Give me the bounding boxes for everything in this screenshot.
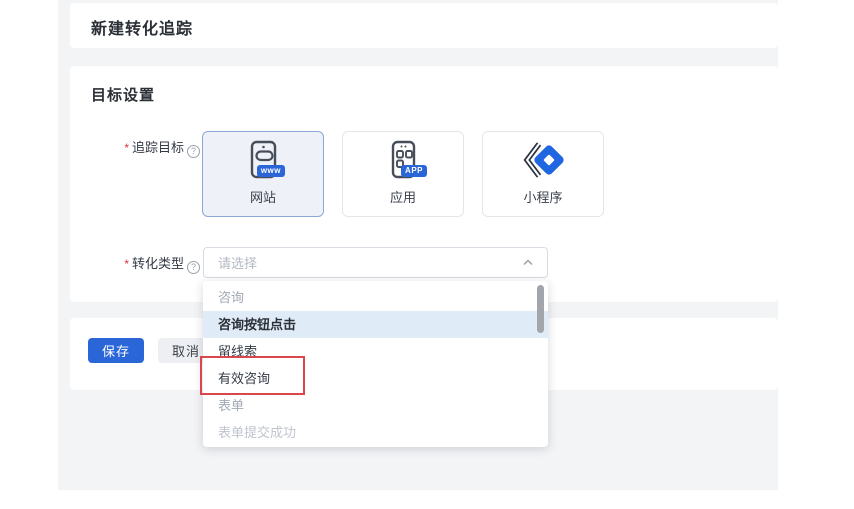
- header-panel: 新建转化追踪: [70, 3, 778, 48]
- dropdown-option-zixun[interactable]: 咨询: [218, 290, 245, 305]
- dropdown-option-biaodan-tijiao[interactable]: 表单提交成功: [218, 425, 297, 440]
- target-card-miniprogram[interactable]: 小程序: [482, 131, 604, 217]
- dropdown-option-liuxiansuo[interactable]: 留线索: [218, 344, 258, 359]
- dropdown-option-zixun-button-click[interactable]: 咨询按钮点击: [203, 311, 548, 338]
- target-card-website[interactable]: www 网站: [202, 131, 324, 217]
- page-title: 新建转化追踪: [91, 21, 194, 38]
- target-card-label: 小程序: [523, 190, 563, 205]
- miniprogram-icon: [519, 139, 567, 183]
- save-button[interactable]: 保存: [88, 338, 144, 363]
- app-badge: APP: [401, 165, 427, 177]
- dropdown-scrollbar-thumb[interactable]: [537, 285, 544, 333]
- tracking-target-options: www 网站 APP 应用: [202, 131, 604, 217]
- tracking-target-label-text: 追踪目标: [131, 140, 184, 155]
- dropdown-option-biaodan[interactable]: 表单: [218, 398, 245, 413]
- required-mark: *: [124, 257, 129, 271]
- required-mark: *: [124, 141, 129, 155]
- website-icon: www: [239, 139, 287, 183]
- info-icon[interactable]: ?: [187, 261, 200, 274]
- conversion-type-label: *转化类型?: [90, 253, 200, 274]
- dropdown-option-youxiao-zixun[interactable]: 有效咨询: [218, 371, 271, 386]
- www-badge: www: [256, 165, 285, 177]
- select-placeholder: 请选择: [218, 256, 258, 271]
- info-icon[interactable]: ?: [187, 145, 200, 158]
- target-card-label: 应用: [389, 190, 416, 205]
- goal-settings-card: 目标设置 *追踪目标? www 网站: [70, 66, 778, 302]
- target-card-app[interactable]: APP 应用: [342, 131, 464, 217]
- chevron-up-icon: [523, 259, 533, 266]
- conversion-type-dropdown: 咨询 咨询按钮点击 留线索 有效咨询 表单 表单提交成功: [203, 281, 548, 447]
- section-heading: 目标设置: [91, 87, 156, 104]
- conversion-type-select[interactable]: 请选择: [203, 247, 548, 278]
- tracking-target-label: *追踪目标?: [90, 137, 200, 158]
- conversion-type-label-text: 转化类型: [131, 256, 184, 271]
- app-icon: APP: [379, 139, 427, 183]
- target-card-label: 网站: [249, 190, 276, 205]
